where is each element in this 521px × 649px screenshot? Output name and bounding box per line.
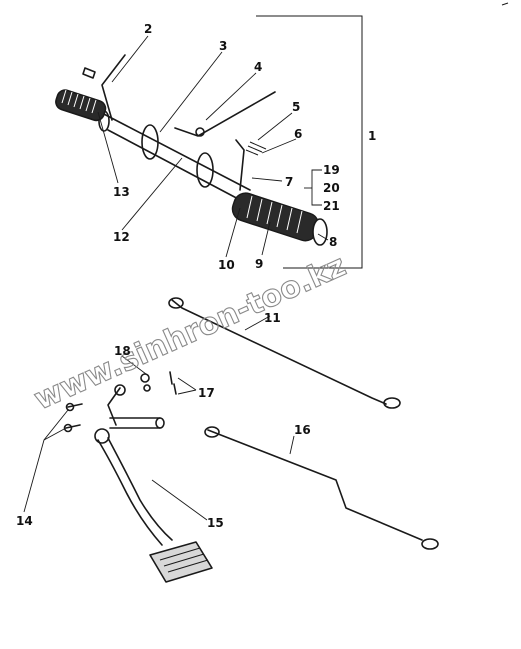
callout-16: 16 [294,423,311,437]
right-footrest-grip [231,192,328,246]
right-lever [235,139,245,191]
callout-11: 11 [264,311,281,325]
rod-16 [204,426,439,550]
callout-20: 20 [323,181,340,195]
callout-labels: 2 3 4 5 6 1 19 7 20 21 8 9 10 12 13 11 1… [16,22,376,530]
left-lever [101,54,126,121]
leader-lines [23,35,329,521]
callout-5: 5 [292,100,300,114]
callout-14: 14 [16,514,33,528]
watermark: www.sinhron-too.kz [29,248,351,417]
callout-7: 7 [285,175,293,189]
pedal-arm [97,439,163,546]
callout-1: 1 [368,129,376,143]
pedal-pad [149,541,213,583]
callout-18: 18 [114,344,131,358]
washer-18 [140,373,150,383]
callout-3: 3 [219,39,227,53]
callout-10: 10 [218,258,235,272]
callout-17: 17 [198,386,215,400]
callout-15: 15 [207,516,224,530]
callout-8: 8 [329,235,337,249]
flange-7 [196,152,214,188]
group-bracket [256,15,363,269]
callout-21: 21 [323,199,340,213]
callout-9: 9 [255,257,263,271]
callout-4: 4 [254,60,262,74]
flange-12 [141,124,159,160]
callout-19: 19 [323,163,340,177]
rod-11 [168,297,401,409]
callout-6: 6 [294,127,302,141]
bolt-upper [67,403,83,408]
cotter-pin-17 [169,371,173,385]
callout-13: 13 [113,185,130,199]
pedal-assembly [63,371,213,583]
link-rod-4 [174,91,276,137]
callout-12: 12 [113,230,130,244]
bolt-lower [65,424,81,429]
corner-mark [501,2,509,6]
callout-2: 2 [144,22,152,36]
left-footrest-grip [55,89,107,122]
upper-shaft-assembly [55,54,328,246]
